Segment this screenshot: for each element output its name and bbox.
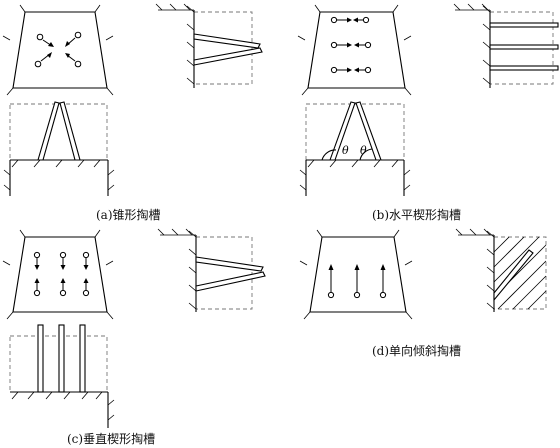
caption-a: (a)锥形掏槽 bbox=[96, 208, 161, 222]
panel-b-horizontal-wedge-cut: θ θ bbox=[297, 3, 559, 196]
panel-c-side bbox=[157, 228, 266, 312]
panel-c-arrows bbox=[34, 258, 89, 290]
panel-b-holes bbox=[330, 16, 372, 74]
panel-d-side bbox=[455, 228, 547, 312]
panel-a-arrows bbox=[40, 37, 76, 62]
caption-d: (d)单向倾斜掏槽 bbox=[372, 344, 462, 358]
theta-label-left: θ bbox=[342, 144, 349, 157]
panel-a-side bbox=[155, 3, 263, 88]
panel-b-face bbox=[297, 4, 412, 96]
panel-d-broken-zone bbox=[493, 236, 547, 310]
caption-c: (c)垂直楔形掏槽 bbox=[67, 432, 156, 446]
panel-d-holes bbox=[327, 291, 387, 299]
panel-d-arrows bbox=[328, 264, 386, 292]
panel-d-single-inclined-cut bbox=[299, 228, 547, 320]
panel-a-holes bbox=[34, 31, 82, 68]
panel-b-side bbox=[453, 3, 559, 88]
panel-d-face bbox=[299, 229, 413, 320]
caption-b: (b)水平楔形掏槽 bbox=[372, 208, 462, 222]
panel-a-face bbox=[2, 4, 114, 96]
panel-c-face bbox=[2, 229, 114, 320]
panel-a-cone-cut bbox=[2, 3, 263, 196]
panel-c-section bbox=[9, 324, 115, 428]
panel-b-arrows bbox=[337, 17, 365, 73]
panel-c-vertical-wedge-cut bbox=[2, 228, 266, 428]
panel-c-holes bbox=[33, 251, 90, 297]
panel-b-top: θ θ bbox=[299, 101, 411, 196]
panel-a-top bbox=[3, 101, 115, 196]
theta-label-right: θ bbox=[360, 144, 367, 157]
